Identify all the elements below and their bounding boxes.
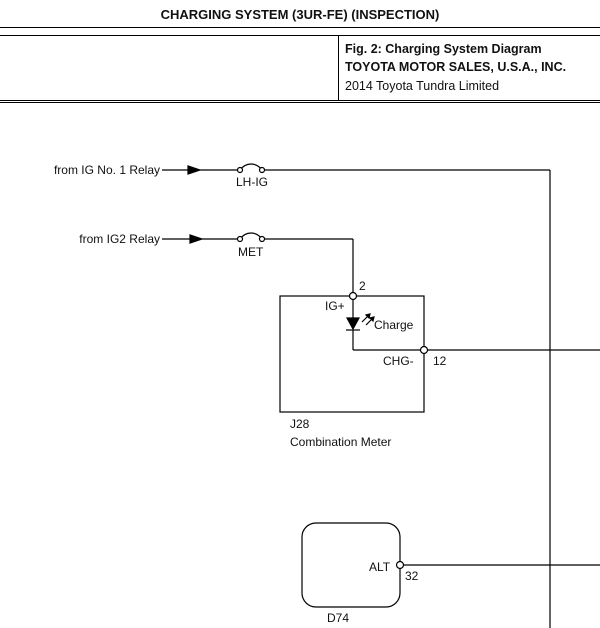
fuse-lhig-icon	[239, 163, 263, 171]
led-ray-2-head	[368, 316, 375, 323]
pin-2-connector	[348, 291, 358, 301]
chg-terminal-label: CHG-	[383, 354, 414, 368]
source-ig1-label: from IG No. 1 Relay	[54, 163, 160, 177]
igplus-label: IG+	[325, 299, 345, 313]
fuse-lhig-label: LH-IG	[236, 175, 268, 189]
page-title: CHARGING SYSTEM (3UR-FE) (INSPECTION)	[160, 7, 440, 22]
fuse-met-terminal-right	[258, 235, 266, 243]
meter-id-label: J28	[290, 417, 310, 431]
header-bar: CHARGING SYSTEM (3UR-FE) (INSPECTION)	[0, 0, 600, 28]
figure-caption-box: Fig. 2: Charging System Diagram TOYOTA M…	[0, 35, 600, 101]
source-ig2-label: from IG2 Relay	[79, 232, 160, 246]
pin-12-label: 12	[433, 354, 447, 368]
caption-divider	[338, 36, 339, 100]
meter-name-label: Combination Meter	[290, 435, 391, 449]
pin-2-label: 2	[359, 279, 366, 293]
pin-32-connector	[395, 560, 405, 570]
alternator-id-label: D74	[327, 611, 349, 625]
charge-led-icon	[345, 317, 361, 331]
figure-publisher: TOYOTA MOTOR SALES, U.S.A., INC.	[345, 60, 567, 74]
double-rule	[0, 102, 600, 103]
led-ray-2	[365, 318, 373, 326]
arrow-ig1-icon	[187, 165, 202, 175]
pin-32-label: 32	[405, 569, 419, 583]
fuse-lhig-terminal-left	[236, 166, 244, 174]
led-ray-1-head	[364, 313, 371, 320]
figure-caption: Fig. 2: Charging System Diagram	[345, 42, 542, 56]
charge-led-label: Charge	[374, 318, 414, 332]
fuse-lhig-terminal-right	[258, 166, 266, 174]
arrow-ig2-icon	[189, 234, 204, 244]
pin-12-connector	[419, 345, 429, 355]
fuse-met-label: MET	[238, 245, 264, 259]
led-ray-1	[361, 315, 369, 323]
figure-vehicle: 2014 Toyota Tundra Limited	[345, 79, 500, 93]
fuse-met-terminal-left	[236, 235, 244, 243]
alt-terminal-label: ALT	[369, 560, 391, 574]
fuse-met-icon	[239, 232, 263, 240]
